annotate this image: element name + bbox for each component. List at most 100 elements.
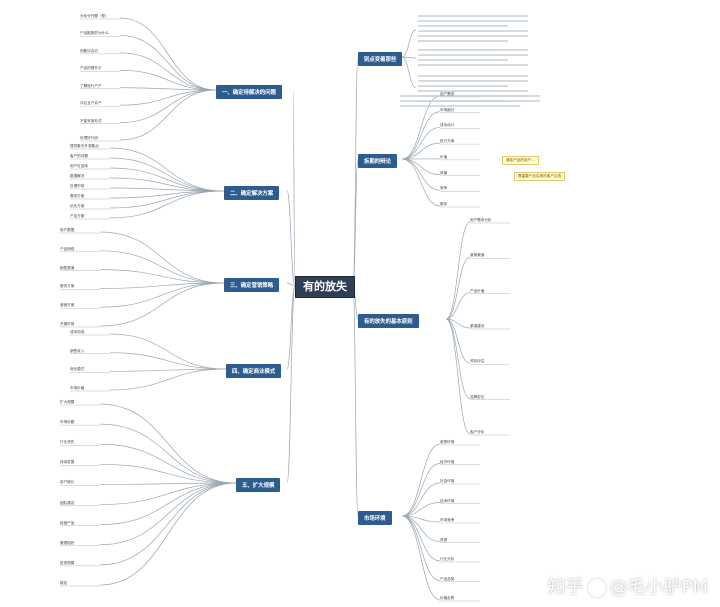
leaf-r3-2[interactable]: 产品价值 bbox=[470, 288, 485, 293]
leaf-l1-4[interactable]: 了解现行户产 bbox=[80, 83, 102, 88]
connector-line bbox=[401, 515, 441, 562]
leaf-r4-0[interactable]: 政策环境 bbox=[440, 440, 455, 444]
leaf-l1-3[interactable]: 产品的理开示 bbox=[80, 66, 102, 71]
leaf-r2-0[interactable]: 用户需求 bbox=[440, 92, 455, 96]
leaf-r4-6[interactable]: 行业分析 bbox=[440, 557, 455, 561]
leaf-l2-0[interactable]: 提供集中外观集点 bbox=[70, 144, 99, 148]
leaf-l3-4[interactable]: 营销方案 bbox=[60, 303, 75, 308]
connector-line bbox=[401, 502, 441, 517]
leaf-l2-4[interactable]: 处理市场 bbox=[70, 184, 85, 188]
leaf-l5-6[interactable]: 经营产品 bbox=[60, 520, 75, 525]
leaf-l1-0[interactable]: 为你分开题（型） bbox=[80, 14, 109, 18]
leaf-r2-7[interactable]: 服务 bbox=[440, 202, 448, 206]
leaf-r2-5[interactable]: 风格 bbox=[440, 170, 448, 175]
leaf-r4-2[interactable]: 社会环境 bbox=[440, 479, 455, 483]
leaf-r3-4[interactable]: 风险评估 bbox=[470, 359, 485, 364]
connector-line bbox=[292, 89, 296, 287]
leaf-l1-2[interactable]: 判断评合约 bbox=[80, 48, 98, 53]
leaf-r2-2[interactable]: 成功设计 bbox=[440, 123, 455, 128]
connector-line bbox=[99, 482, 237, 505]
leaf-l5-4[interactable]: 用户增长 bbox=[60, 480, 75, 485]
topic-right-4[interactable]: 市场环境 bbox=[358, 511, 392, 525]
connector-line bbox=[401, 443, 441, 517]
leaf-l2-7[interactable]: 产品方案 bbox=[70, 214, 85, 218]
connector-line bbox=[109, 177, 225, 192]
connector-line bbox=[99, 282, 225, 308]
connector-line bbox=[401, 56, 417, 89]
connector-line bbox=[445, 318, 471, 400]
leaf-l3-3[interactable]: 服务方案 bbox=[60, 284, 75, 289]
connector-line bbox=[99, 443, 237, 484]
leaf-l1-7[interactable]: 处理好代码 bbox=[80, 136, 98, 140]
connector-line bbox=[109, 190, 225, 219]
leaf-l4-0[interactable]: 成本构成 bbox=[70, 330, 85, 334]
leaf-l3-0[interactable]: 用户数据 bbox=[60, 228, 75, 232]
connector-line bbox=[401, 142, 441, 160]
leaf-r3-6[interactable]: 客户分析 bbox=[470, 430, 485, 434]
leaf-r4-3[interactable]: 技术环境 bbox=[440, 498, 455, 503]
leaf-r4-7[interactable]: 产品品类 bbox=[440, 576, 455, 581]
leaf-l5-1[interactable]: 市场份额 bbox=[60, 420, 75, 425]
connector-line bbox=[99, 403, 237, 484]
connector-line bbox=[99, 482, 237, 485]
topic-left-4[interactable]: 四、确定商业模式 bbox=[226, 364, 282, 378]
leaf-r3-3[interactable]: 渠道建设 bbox=[470, 324, 485, 328]
connector-line bbox=[401, 29, 417, 58]
leaf-l4-3[interactable]: 市场价格 bbox=[70, 386, 85, 390]
leaf-r2-1[interactable]: 市场细分 bbox=[440, 107, 455, 112]
topic-left-2[interactable]: 二、确定解决方案 bbox=[224, 186, 280, 200]
connector-line bbox=[109, 147, 225, 192]
leaf-l2-5[interactable]: 需求方案 bbox=[70, 194, 85, 198]
connector-line bbox=[109, 167, 225, 192]
connector-line bbox=[286, 285, 296, 484]
connector-line bbox=[109, 368, 227, 391]
connector-line bbox=[99, 482, 237, 566]
leaf-l4-1[interactable]: 销售收入 bbox=[70, 348, 85, 353]
leaf-l4-2[interactable]: 商业模式 bbox=[70, 367, 85, 372]
topic-left-5[interactable]: 五、扩大规模 bbox=[236, 478, 281, 492]
leaf-r4-1[interactable]: 经济环境 bbox=[440, 459, 455, 464]
leaf-l2-6[interactable]: 优化方案 bbox=[70, 204, 85, 208]
topic-right-3[interactable]: 有的放失的基本原则 bbox=[358, 314, 419, 328]
leaf-r2-6[interactable]: 竞争 bbox=[440, 186, 448, 191]
connector-line bbox=[119, 89, 217, 141]
leaf-r4-5[interactable]: 资源 bbox=[440, 537, 448, 542]
leaf-l2-2[interactable]: 用户在品味 bbox=[70, 164, 88, 168]
leaf-r4-8[interactable]: 价格走势 bbox=[440, 596, 455, 600]
leaf-r3-0[interactable]: 用户需求分析 bbox=[470, 218, 492, 222]
topic-left-1[interactable]: 一、确定待解决的问题 bbox=[216, 85, 282, 99]
leaf-l2-3[interactable]: 数据解决 bbox=[70, 174, 85, 178]
leaf-r4-4[interactable]: 市场竞争 bbox=[440, 518, 455, 522]
leaf-l1-5[interactable]: 评论互户并产 bbox=[80, 101, 102, 106]
connector-line bbox=[119, 89, 217, 106]
leaf-l3-1[interactable]: 产品网络 bbox=[60, 246, 75, 251]
connector-line bbox=[401, 111, 441, 160]
connector-line bbox=[352, 56, 359, 287]
leaf-l5-3[interactable]: 持续发展 bbox=[60, 460, 75, 465]
leaf-l5-7[interactable]: 管理组织 bbox=[60, 540, 75, 545]
leaf-r3-5[interactable]: 品牌定位 bbox=[470, 394, 485, 399]
leaf-r3-1[interactable]: 营销渠道 bbox=[470, 253, 485, 258]
topic-left-3[interactable]: 三、确定营销策略 bbox=[224, 278, 280, 292]
leaf-l1-6[interactable]: 不能采用形式 bbox=[80, 118, 102, 123]
connector-line bbox=[109, 157, 225, 192]
leaf-l3-5[interactable]: 开展市场 bbox=[60, 322, 75, 326]
topic-right-1[interactable]: 别点变着那些 bbox=[358, 52, 403, 66]
leaf-l1-1[interactable]: 产品推新的为什么 bbox=[80, 31, 109, 36]
leaf-l5-8[interactable]: 投资规模 bbox=[60, 560, 75, 565]
connector-line bbox=[401, 515, 441, 601]
topic-right-2[interactable]: 拆期的辩论 bbox=[358, 154, 397, 168]
leaf-r2-3[interactable]: 执行方案 bbox=[440, 139, 455, 144]
leaf-l5-2[interactable]: 行业领先 bbox=[60, 440, 75, 445]
leaf-l2-1[interactable]: 客户的问题 bbox=[70, 154, 88, 158]
connector-line bbox=[99, 482, 237, 586]
root-node[interactable]: 有的放失 bbox=[295, 276, 355, 298]
connector-line bbox=[99, 482, 237, 546]
connector-line bbox=[119, 89, 217, 123]
leaf-l5-9[interactable]: 稳定 bbox=[60, 581, 68, 585]
leaf-l5-5[interactable]: 团队建设 bbox=[60, 500, 75, 505]
leaf-r2-4[interactable]: 价值 bbox=[440, 154, 448, 159]
connector-line bbox=[119, 35, 217, 91]
leaf-l5-0[interactable]: 扩大规模 bbox=[60, 400, 75, 404]
leaf-l3-2[interactable]: 销售渠道 bbox=[60, 265, 75, 270]
